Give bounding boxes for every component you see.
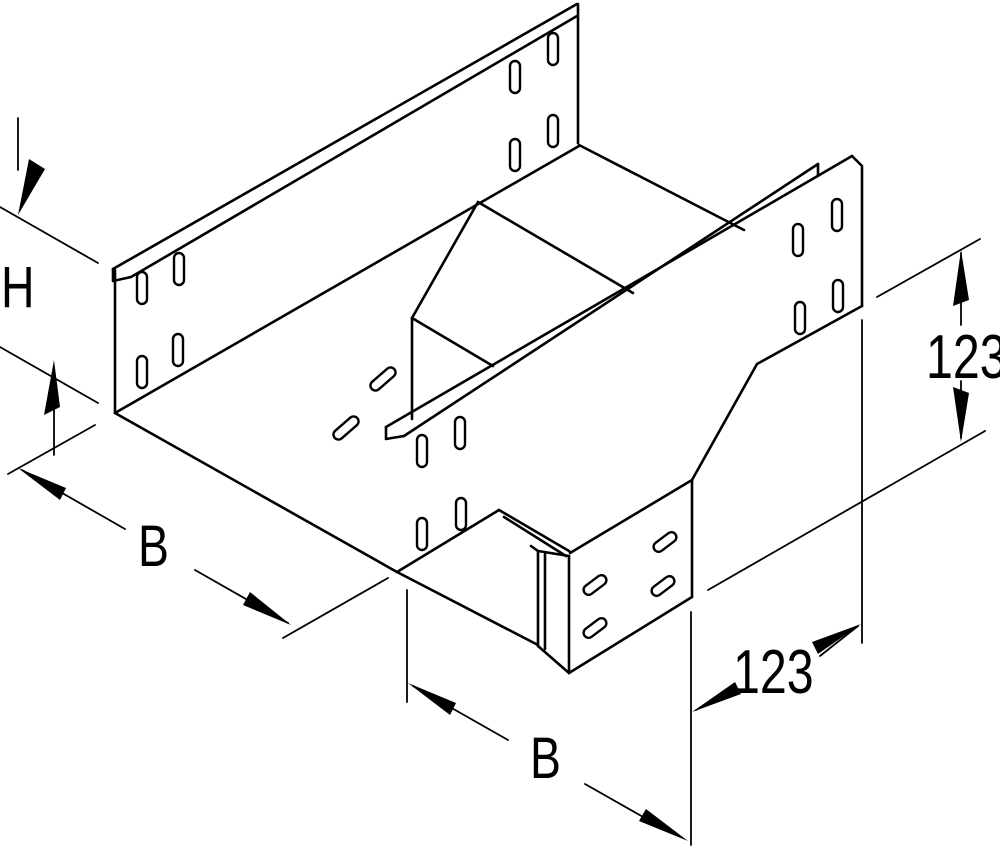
dim-label-123-right: 123 [926, 322, 1000, 391]
dimension-labels: H B B 123 123 [1, 255, 1000, 791]
dimension-lines [0, 117, 986, 846]
perforation-slots [135, 31, 845, 640]
dim-label-width-narrow: B [530, 726, 561, 791]
dim-label-height: H [1, 255, 35, 320]
dim-label-width-wide: B [138, 514, 169, 579]
dimension-arrowheads [18, 159, 969, 841]
tray-outline [111, 2, 864, 675]
dim-label-123-bottom: 123 [733, 637, 814, 706]
